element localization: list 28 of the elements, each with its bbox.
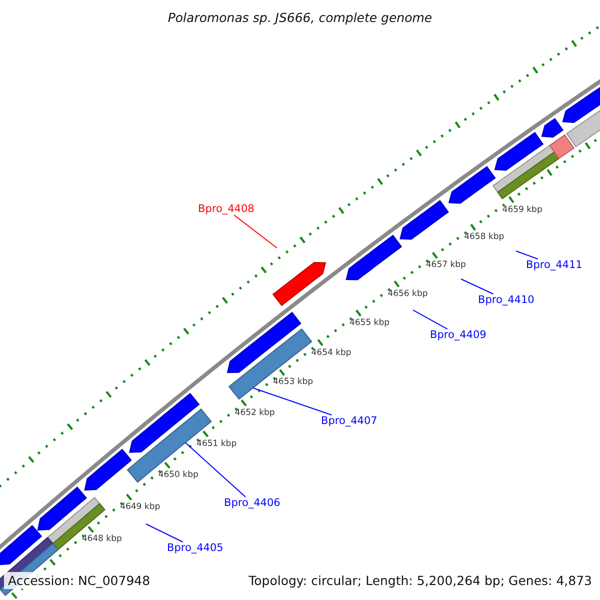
leader-line — [460, 278, 494, 294]
leader-line — [412, 310, 448, 330]
tick-label: 4655 kbp — [349, 318, 390, 328]
leader-line — [252, 387, 332, 416]
leader-line — [234, 214, 278, 248]
gene-label: Bpro_4405 — [167, 542, 224, 554]
tick-label: 4658 kbp — [464, 232, 504, 242]
gene-label: Bpro_4409 — [430, 329, 486, 341]
gene-label: Bpro_4408 — [198, 203, 254, 215]
gene-label: Bpro_4406 — [224, 497, 280, 509]
gene-label: Bpro_4410 — [478, 294, 534, 306]
title: Polaromonas sp. JS666, complete genome — [166, 10, 434, 25]
tick-label: 4649 kbp — [120, 502, 160, 512]
tick-label: 4656 kbp — [388, 288, 428, 299]
gene-label: Bpro_4411 — [526, 259, 582, 271]
leader-line — [184, 442, 246, 498]
leader-line — [516, 250, 538, 260]
tick-label: 4651 kbp — [196, 438, 237, 449]
tick-label: 4659 kbp — [502, 204, 542, 215]
gene-bar — [228, 328, 312, 400]
leader-line — [146, 524, 184, 542]
gene-label: Bpro_4407 — [321, 415, 378, 427]
tick-label: 4653 kbp — [273, 377, 314, 388]
tick-label: 4657 kbp — [426, 260, 466, 270]
tick-label: 4652 kbp — [234, 408, 275, 418]
tick-label: 4654 kbp — [311, 348, 352, 358]
tick-label: 4650 kbp — [158, 470, 198, 480]
tick-label: 4648 kbp — [82, 534, 122, 544]
